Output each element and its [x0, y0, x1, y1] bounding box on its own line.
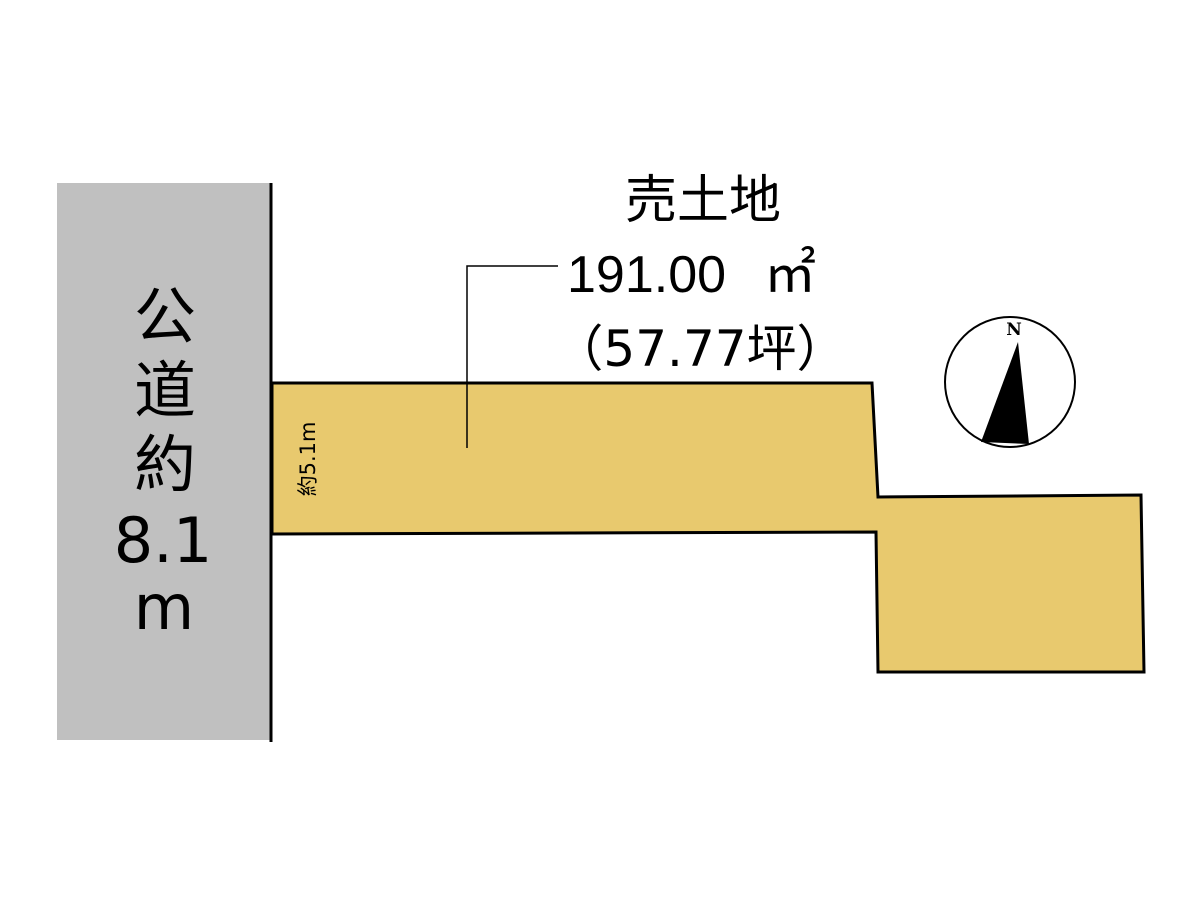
- road-label-char-2: 道: [134, 354, 196, 427]
- road-label-char-1: 公: [134, 280, 196, 353]
- public-road: [57, 183, 272, 740]
- lot-area-unit: ㎡: [764, 245, 816, 304]
- north-compass: N: [944, 316, 1076, 448]
- lot-area-tsubo: （57.77坪）: [553, 320, 846, 378]
- compass-north-letter: N: [1006, 320, 1022, 340]
- road-width-value: 8.1: [114, 504, 213, 577]
- lot-title: 売土地: [625, 171, 781, 231]
- area-leader-line: [466, 265, 558, 448]
- lot-area-sqm: 191.00: [567, 246, 726, 304]
- compass-needle: [981, 342, 1029, 444]
- road-label-char-3: 約: [134, 428, 196, 501]
- frontage-width-label: 約5.1m: [296, 422, 320, 497]
- road-width-unit: m: [134, 571, 194, 644]
- lot-parcel: [270, 381, 1146, 674]
